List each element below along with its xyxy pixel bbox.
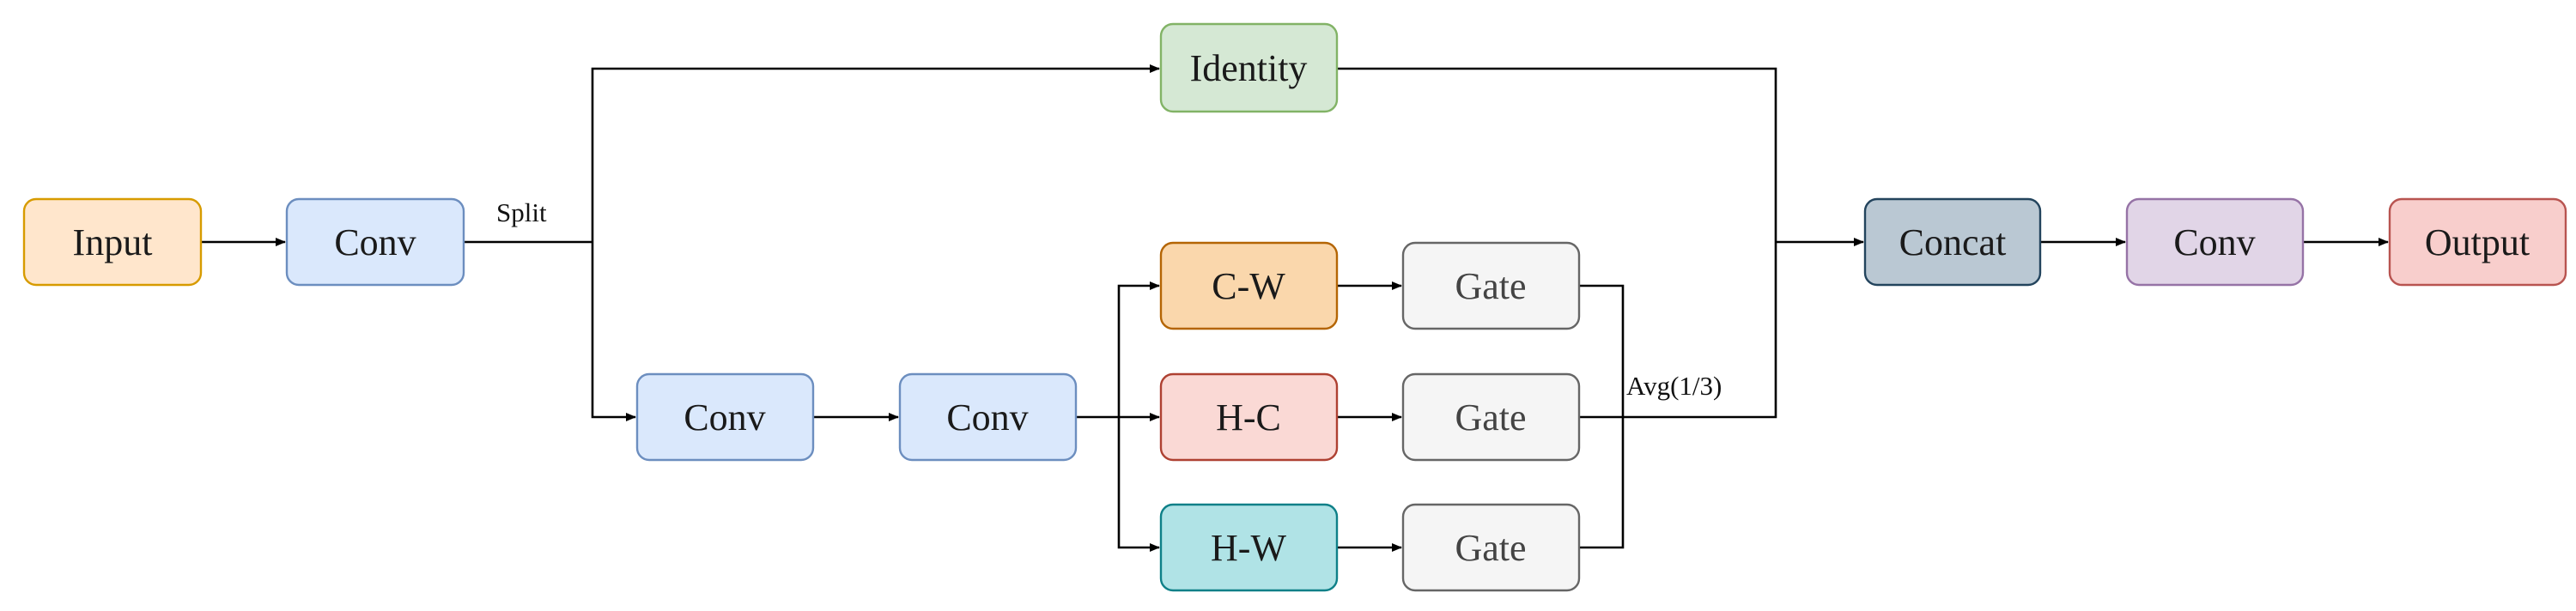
edge-conv3-to-cw	[1117, 281, 1160, 417]
node-cw-label: C-W	[1212, 265, 1285, 307]
split-label: Split	[496, 197, 547, 227]
node-conv2-label: Conv	[683, 396, 765, 439]
edge-split-to-identity	[591, 64, 1160, 242]
node-gate-hw-label: Gate	[1455, 527, 1526, 569]
node-conv1: Conv	[285, 197, 465, 287]
edges	[201, 64, 2389, 552]
node-gate-hw: Gate	[1401, 503, 1581, 592]
node-identity-box	[1159, 22, 1339, 113]
node-hw-label: H-W	[1211, 527, 1286, 569]
node-identity-label: Identity	[1190, 47, 1308, 89]
node-concat: Concat	[1863, 197, 2042, 287]
node-hc-box	[1159, 372, 1339, 462]
node-gate-cw-label: Gate	[1455, 265, 1526, 307]
node-concat-label: Concat	[1899, 221, 2007, 263]
node-conv4-label: Conv	[2173, 221, 2255, 263]
node-input: Input	[22, 197, 203, 287]
node-cw: C-W	[1159, 241, 1339, 330]
node-hc-label: H-C	[1216, 396, 1281, 439]
edge-conv3-to-hw	[1117, 417, 1160, 552]
node-conv3-box	[898, 372, 1078, 462]
node-concat-box	[1863, 197, 2042, 287]
edge-gate-hc-to-merge	[1579, 242, 1777, 419]
node-gate-cw-box	[1401, 241, 1581, 330]
node-conv4-box	[2125, 197, 2305, 287]
node-conv1-box	[285, 197, 465, 287]
node-conv4: Conv	[2125, 197, 2305, 287]
avg-label: Avg(1/3)	[1626, 371, 1722, 401]
node-input-box	[22, 197, 203, 287]
node-gate-cw: Gate	[1401, 241, 1581, 330]
node-input-label: Input	[73, 221, 153, 263]
node-output: Output	[2388, 197, 2567, 287]
node-output-label: Output	[2425, 221, 2530, 263]
node-gate-hc: Gate	[1401, 372, 1581, 462]
node-identity: Identity	[1159, 22, 1339, 113]
node-cw-box	[1159, 241, 1339, 330]
edge-split-to-conv2	[591, 242, 636, 421]
node-gate-hw-box	[1401, 503, 1581, 592]
edge-gate-cw-to-avg	[1579, 284, 1625, 417]
edge-gate-hw-to-avg	[1579, 417, 1625, 549]
node-hw-box	[1159, 503, 1339, 592]
node-hc: H-C	[1159, 372, 1339, 462]
node-hw: H-W	[1159, 503, 1339, 592]
node-gate-hc-label: Gate	[1455, 396, 1526, 439]
node-gate-hc-box	[1401, 372, 1581, 462]
node-output-box	[2388, 197, 2567, 287]
node-conv1-label: Conv	[334, 221, 416, 263]
node-conv3: Conv	[898, 372, 1078, 462]
edge-identity-to-merge	[1337, 67, 1777, 242]
node-conv2: Conv	[635, 372, 815, 462]
node-conv2-box	[635, 372, 815, 462]
node-conv3-label: Conv	[946, 396, 1028, 439]
